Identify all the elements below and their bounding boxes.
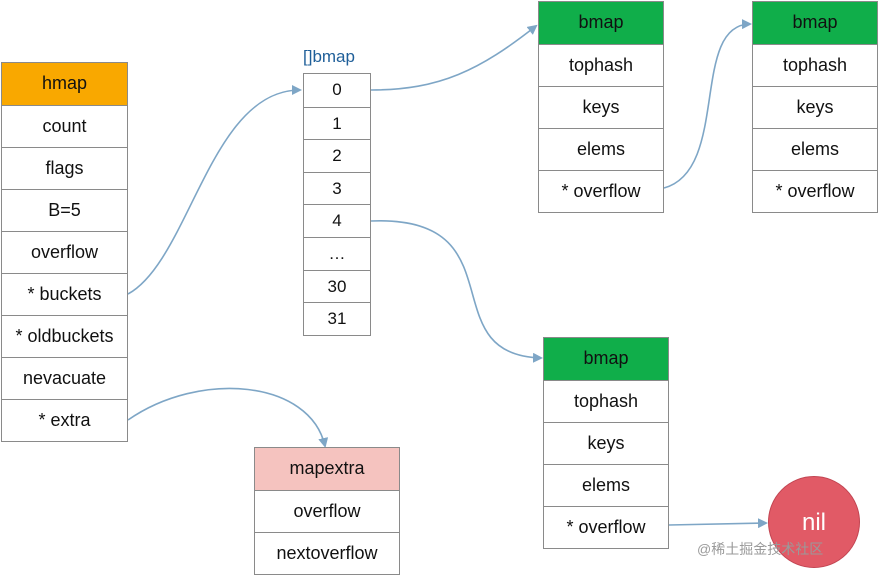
hmap-struct: hmap count flags B=5 overflow * buckets … <box>1 62 128 442</box>
arrow-index4-to-bmap <box>370 220 543 363</box>
arrow-overflow-to-nil <box>668 518 768 529</box>
bmap-field-overflow: * overflow <box>544 506 668 548</box>
mapextra-header: mapextra <box>255 448 399 490</box>
hmap-field-overflow: overflow <box>2 231 127 273</box>
watermark: @稀土掘金技术社区 <box>697 541 824 557</box>
bmap-header: bmap <box>753 2 877 44</box>
bucket-index: 2 <box>304 139 370 172</box>
bmap-field-keys: keys <box>753 86 877 128</box>
bucket-index: 4 <box>304 204 370 237</box>
bmap-field-elems: elems <box>544 464 668 506</box>
bmap-field-tophash: tophash <box>753 44 877 86</box>
bucket-index: 31 <box>304 302 370 335</box>
bmap-field-tophash: tophash <box>544 380 668 422</box>
bmap-struct-bucket4: bmap tophash keys elems * overflow <box>543 337 669 549</box>
bucket-array: 0 1 2 3 4 … 30 31 <box>303 73 371 336</box>
mapextra-struct: mapextra overflow nextoverflow <box>254 447 400 575</box>
arrow-extra-to-mapextra <box>127 387 329 448</box>
nil-node: nil <box>768 476 860 568</box>
bmap-header: bmap <box>539 2 663 44</box>
arrow-buckets-to-array <box>127 85 302 295</box>
bmap-struct-bucket0: bmap tophash keys elems * overflow <box>538 1 664 213</box>
arrow-overflow-to-next-bmap <box>663 19 752 189</box>
arrow-index0-to-bmap <box>370 24 538 91</box>
bucket-index: 3 <box>304 171 370 205</box>
bmap-struct-overflow: bmap tophash keys elems * overflow <box>752 1 878 213</box>
bucket-index: 0 <box>332 80 342 99</box>
hmap-field-oldbuckets: * oldbuckets <box>2 315 127 357</box>
bucket-index: 1 <box>304 106 370 140</box>
hmap-field-count: count <box>2 105 127 147</box>
bucket-index: … <box>304 236 370 270</box>
hmap-field-nevacuate: nevacuate <box>2 357 127 399</box>
hmap-header: hmap <box>2 63 127 105</box>
bmap-field-elems: elems <box>539 128 663 170</box>
bucket-array-title: []bmap <box>303 47 355 66</box>
mapextra-field-overflow: overflow <box>255 490 399 532</box>
bmap-header: bmap <box>544 338 668 380</box>
bucket-index: 30 <box>304 269 370 303</box>
hmap-field-buckets: * buckets <box>2 273 127 315</box>
bmap-field-keys: keys <box>539 86 663 128</box>
bmap-field-overflow: * overflow <box>539 170 663 212</box>
hmap-field-extra: * extra <box>2 399 127 441</box>
hmap-field-flags: flags <box>2 147 127 189</box>
bmap-field-overflow: * overflow <box>753 170 877 212</box>
bmap-field-keys: keys <box>544 422 668 464</box>
bmap-field-tophash: tophash <box>539 44 663 86</box>
hmap-field-b: B=5 <box>2 189 127 231</box>
mapextra-field-nextoverflow: nextoverflow <box>255 532 399 574</box>
bmap-field-elems: elems <box>753 128 877 170</box>
